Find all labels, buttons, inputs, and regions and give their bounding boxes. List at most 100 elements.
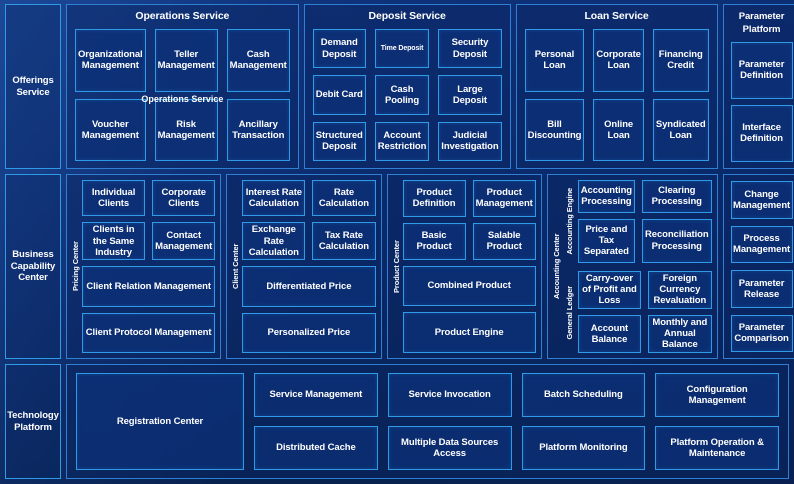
product-center-pair-row-2: Basic Product Salable Product [402,222,536,260]
item-demand-deposit[interactable]: Demand Deposit [312,29,366,69]
item-financing-credit[interactable]: Financing Credit [652,29,709,92]
rail-business-capability-center: Business Capability Center [5,174,61,359]
panel-operations-service: Operations Service Organizational Manage… [66,4,299,169]
rail-technology-platform: Technology Platform [5,364,61,479]
item-cash-management[interactable]: Cash Management [226,29,290,92]
item-parameter-definition[interactable]: Parameter Definition [730,41,793,99]
title-loan-service: Loan Service [584,10,649,22]
tp-column-2: Service Invocation Multiple Data Sources… [387,373,512,470]
rail-bcc-line2: Capability [10,260,56,272]
item-differentiated-price[interactable]: Differentiated Price [242,266,376,307]
panel-parameter-platform: Parameter Platform Parameter Definition … [722,4,794,169]
parameter-platform-column: Parameter Platform Parameter Definition … [722,4,794,359]
item-monthly-annual-balance[interactable]: Monthly and Annual Balance [648,314,712,353]
item-clearing-processing[interactable]: Clearing Processing [642,180,712,213]
item-registration-center[interactable]: Registration Center [76,373,244,470]
item-cash-pooling[interactable]: Cash Pooling [374,75,430,115]
item-parameter-release[interactable]: Parameter Release [730,270,793,308]
title-parameter-platform-line1: Parameter [738,11,785,22]
tp-column-1: Service Management Distributed Cache [254,373,378,470]
item-corporate-clients[interactable]: Corporate Clients [152,180,216,217]
item-service-management[interactable]: Service Management [254,373,378,417]
pricing-center-pair-row-1: Individual Clients Corporate Clients [82,180,216,217]
item-contact-management[interactable]: Contact Management [152,222,216,261]
vertical-label-accounting-engine: Accounting Engine [564,187,574,255]
vertical-label-client-center: Client Center [231,243,241,290]
item-configuration-management[interactable]: Configuration Management [655,373,779,417]
item-syndicated-loan[interactable]: Syndicated Loan [652,98,709,161]
item-tax-rate-calculation[interactable]: Tax Rate Calculation [312,222,376,261]
panel-loan-service: Loan Service Personal Loan Corporate Loa… [515,4,718,169]
panel-client-center: Client Center Interest Rate Calculation … [226,174,382,359]
panel-deposit-service: Deposit Service Demand Deposit Time Depo… [303,4,511,169]
capability-centers: Pricing Center Individual Clients Corpor… [66,174,718,359]
item-combined-product[interactable]: Combined Product [402,265,536,307]
item-batch-scheduling[interactable]: Batch Scheduling [521,373,646,417]
item-carry-over-profit-loss[interactable]: Carry-over of Profit and Loss [577,270,642,309]
item-teller-management[interactable]: Teller Management [154,29,218,92]
panel-accounting-center: Accounting Center Accounting Engine Acco… [546,174,718,359]
item-clients-same-industry[interactable]: Clients in the Same Industry [82,222,146,261]
item-large-deposit[interactable]: Large Deposit [438,75,502,115]
item-structured-deposit[interactable]: Structured Deposit [312,121,366,161]
item-security-deposit[interactable]: Security Deposit [438,29,502,69]
rail-tp-line1: Technology [7,409,59,421]
item-platform-operation-maintenance[interactable]: Platform Operation & Maintenance [655,426,779,470]
item-service-invocation[interactable]: Service Invocation [387,373,512,417]
item-account-balance[interactable]: Account Balance [577,314,642,353]
rail-bcc-line1: Business [12,248,54,260]
item-product-definition[interactable]: Product Definition [402,180,466,217]
item-individual-clients[interactable]: Individual Clients [82,180,146,217]
offerings-service-row: Offerings Service Operations Service Org… [5,4,718,169]
title-parameter-platform-line2: Platform [742,23,781,35]
item-product-engine[interactable]: Product Engine [402,312,536,353]
item-ancillary-transaction[interactable]: Ancillary Transaction [226,98,290,161]
tp-column-3: Batch Scheduling Platform Monitoring [521,373,646,470]
item-online-loan[interactable]: Online Loan [593,98,644,161]
item-account-restriction[interactable]: Account Restriction [374,121,430,161]
item-multiple-data-sources-access[interactable]: Multiple Data Sources Access [387,426,512,470]
item-organizational-management[interactable]: Organizational Management [75,29,146,92]
item-time-deposit[interactable]: Time Deposit [374,29,430,69]
item-interest-rate-calculation[interactable]: Interest Rate Calculation [242,180,306,217]
item-change-management[interactable]: Change Management [730,181,793,219]
item-distributed-cache[interactable]: Distributed Cache [254,426,378,470]
loan-service-items: Personal Loan Corporate Loan Financing C… [524,29,709,161]
item-exchange-rate-calculation[interactable]: Exchange Rate Calculation [242,222,306,261]
rail-tp-line2: Platform [14,421,52,433]
rail-offerings-line2: Service [16,86,50,98]
item-judicial-investigation[interactable]: Judicial Investigation [438,121,502,161]
item-voucher-management[interactable]: Voucher Management [75,98,146,161]
item-debit-card[interactable]: Debit Card [312,75,366,115]
item-bill-discounting[interactable]: Bill Discounting [524,98,585,161]
item-parameter-comparison[interactable]: Parameter Comparison [730,314,793,352]
item-platform-monitoring[interactable]: Platform Monitoring [521,426,646,470]
item-price-and-tax-separated[interactable]: Price and Tax Separated [577,218,635,263]
item-client-relation-management[interactable]: Client Relation Management [82,266,216,307]
operations-service-items: Organizational Management Teller Managem… [75,29,290,161]
item-corporate-loan[interactable]: Corporate Loan [593,29,644,92]
group-general-ledger: General Ledger Carry-over of Profit and … [563,270,712,353]
item-rate-calculation[interactable]: Rate Calculation [312,180,376,217]
deposit-service-items: Demand Deposit Time Deposit Security Dep… [312,29,502,161]
item-salable-product[interactable]: Salable Product [472,222,536,260]
item-personalized-price[interactable]: Personalized Price [242,312,376,354]
item-client-protocol-management[interactable]: Client Protocol Management [82,312,216,354]
title-operations-service: Operations Service [135,10,230,22]
item-interface-definition[interactable]: Interface Definition [730,104,793,162]
item-risk-management[interactable]: Risk Management [154,98,218,161]
item-reconciliation-processing[interactable]: Reconciliation Processing [642,218,712,263]
panel-technology-platform: Registration Center Service Management D… [66,364,789,479]
rail-offerings-service: Offerings Service [5,4,61,169]
item-accounting-processing[interactable]: Accounting Processing [577,180,635,213]
item-foreign-currency-revaluation[interactable]: Foreign Currency Revaluation [648,270,712,309]
item-personal-loan[interactable]: Personal Loan [524,29,585,92]
vertical-label-accounting-center: Accounting Center [551,233,561,300]
item-product-management[interactable]: Product Management [472,180,536,217]
item-basic-product[interactable]: Basic Product [402,222,466,260]
technology-platform-row: Technology Platform Registration Center … [5,364,789,479]
item-process-management[interactable]: Process Management [730,225,793,263]
panel-pricing-center: Pricing Center Individual Clients Corpor… [66,174,222,359]
panel-parameter-platform-lower: Change Management Process Management Par… [722,174,794,359]
